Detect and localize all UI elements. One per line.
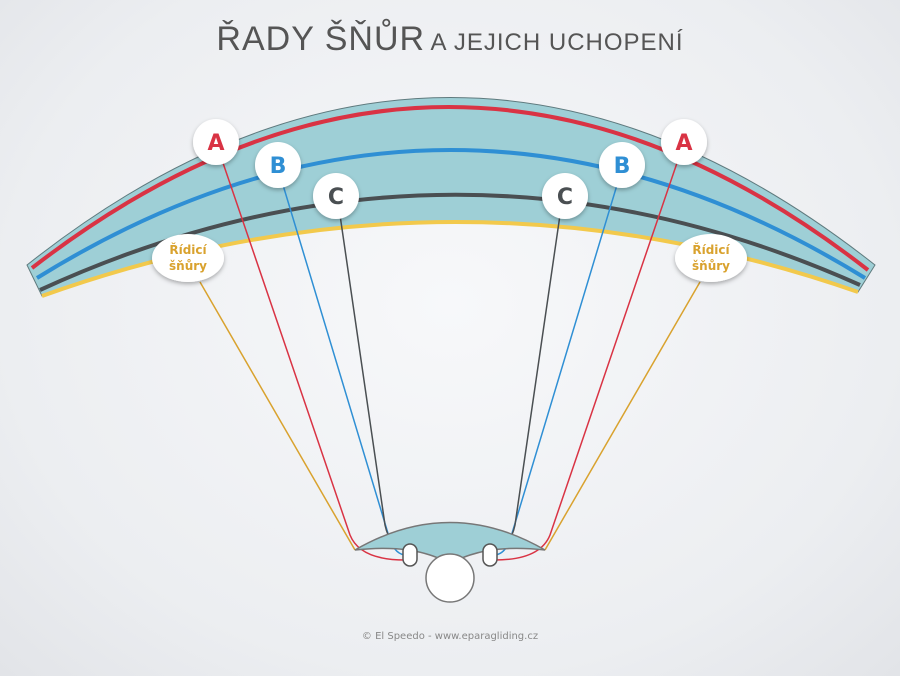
riser-left <box>402 543 418 567</box>
riser-right <box>482 543 498 567</box>
pilot-head <box>425 553 475 603</box>
title-main: ŘADY ŠŇŮR <box>216 20 426 58</box>
label-b-left: B <box>270 154 287 179</box>
badge-a-right <box>661 119 707 165</box>
c-line-right <box>493 214 561 551</box>
badge-c-left <box>313 173 359 219</box>
brake-label-right-1: Řídicí <box>692 242 730 257</box>
title-sub: A JEJICH UCHOPENÍ <box>430 29 684 56</box>
page-title: ŘADY ŠŇŮR A JEJICH UCHOPENÍ <box>0 20 900 59</box>
label-c-left: C <box>328 185 344 210</box>
row-c-line <box>39 192 861 292</box>
b-line-left <box>282 184 409 556</box>
a-line-left <box>221 159 406 561</box>
brake-label-left-1: Řídicí <box>169 242 207 257</box>
brake-badge-right <box>675 234 747 282</box>
b-line-right <box>491 184 618 556</box>
footer-credit: © El Speedo - www.eparagliding.cz <box>361 631 539 642</box>
label-a-right: A <box>675 131 692 156</box>
badge-a-left <box>193 119 239 165</box>
row-a-line <box>30 105 870 272</box>
row-b-line <box>35 148 867 280</box>
label-a-left: A <box>207 131 224 156</box>
brake-label-left-2: šňůry <box>169 259 207 273</box>
harness <box>354 521 546 567</box>
brake-line-left <box>199 281 356 551</box>
brake-badge-left <box>152 234 224 282</box>
badge-b-left <box>255 142 301 188</box>
label-b-right: B <box>614 154 631 179</box>
badge-c-right <box>542 173 588 219</box>
brake-line-right <box>544 281 701 551</box>
brake-label-right-2: šňůry <box>692 259 730 273</box>
a-line-right <box>494 159 679 561</box>
badge-b-right <box>599 142 645 188</box>
c-line-left <box>339 214 407 551</box>
label-c-right: C <box>557 185 573 210</box>
